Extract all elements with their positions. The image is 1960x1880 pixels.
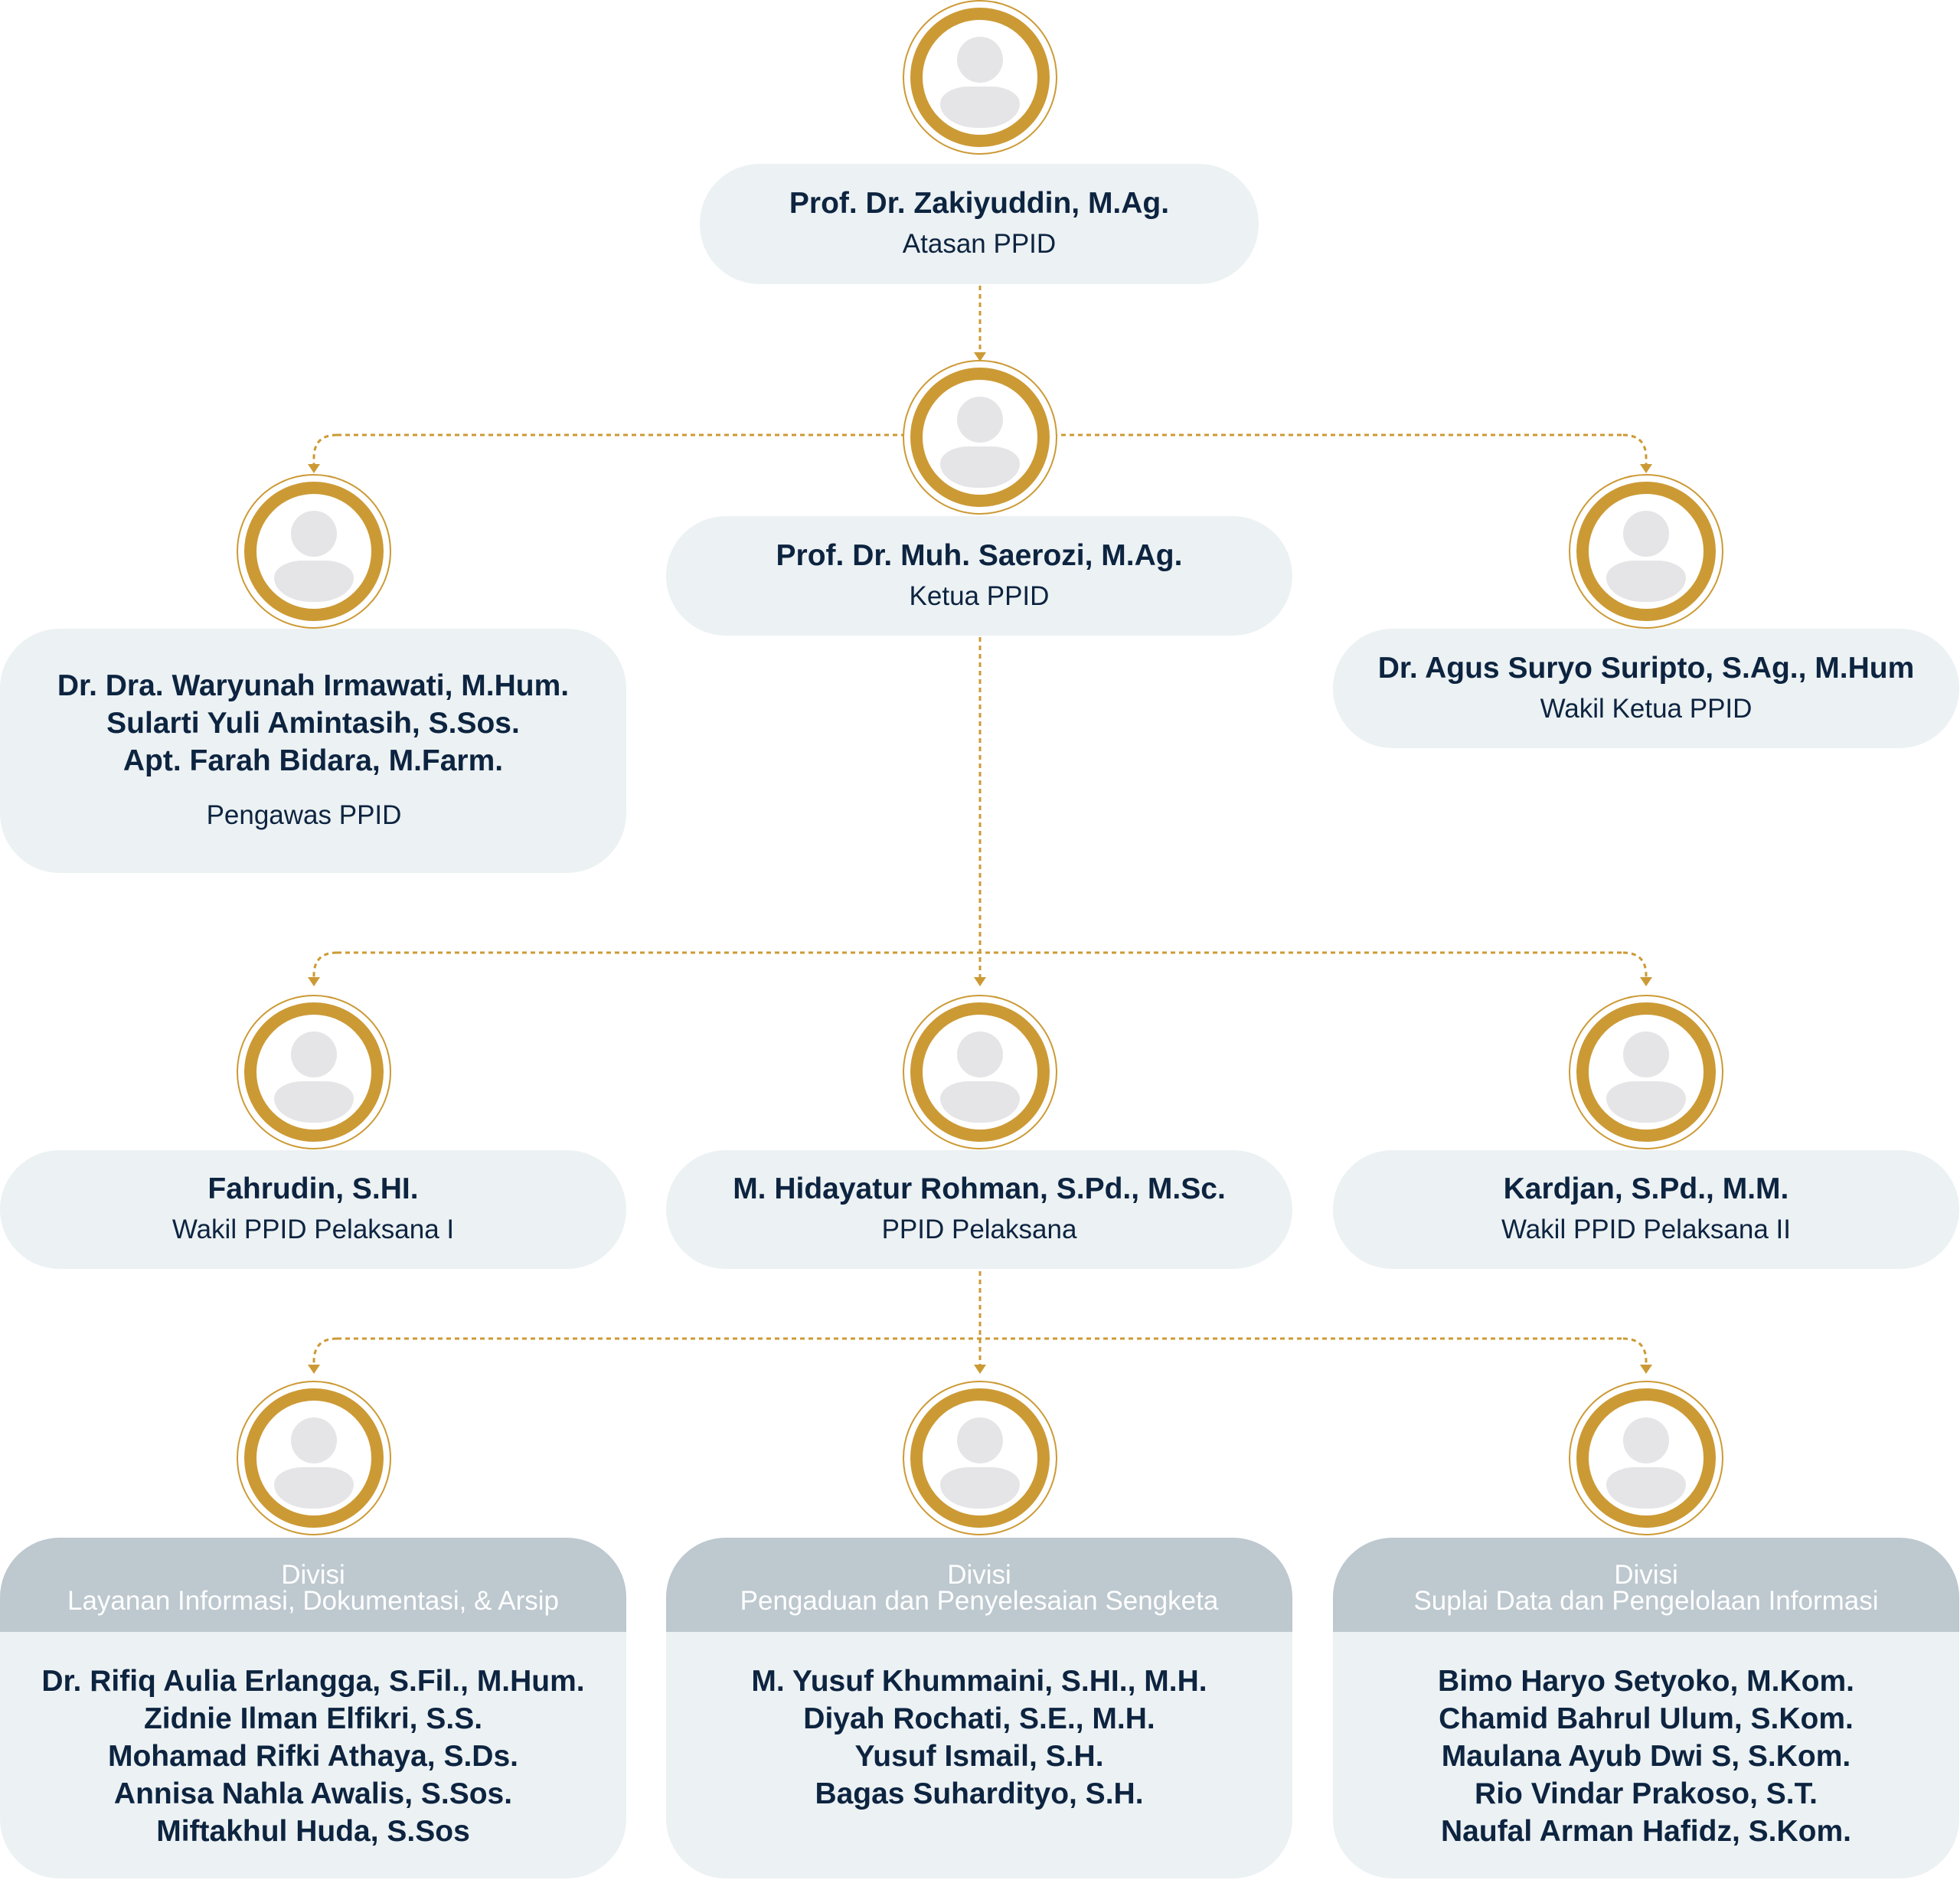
avatar-division-2 [903,1381,1057,1535]
member: Rio Vindar Prakoso, S.T. [1475,1777,1818,1810]
person-icon [957,397,1003,443]
node-role: PPID Pelaksana [881,1215,1077,1244]
member: Dr. Rifiq Aulia Erlangga, S.Fil., M.Hum. [41,1665,585,1698]
arrowheads [308,352,1652,1374]
node-pelaksana: M. Hidayatur Rohman, S.Pd., M.Sc. PPID P… [666,1150,1292,1269]
node-role: Wakil PPID Pelaksana I [172,1215,455,1244]
node-name: Fahrudin, S.HI. [207,1172,419,1205]
avatar-division-3 [1569,1381,1723,1535]
person-icon [291,511,337,557]
division-members: Bimo Haryo Setyoko, M.Kom. Chamid Bahrul… [1333,1632,1959,1850]
person-icon [1623,511,1669,557]
division-label: Divisi [947,1559,1011,1590]
member: Miftakhul Huda, S.Sos [156,1815,470,1848]
avatar-ketua [903,360,1057,515]
member: Bagas Suhardityo, S.H. [815,1777,1144,1810]
node-pengawas: Dr. Dra. Waryunah Irmawati, M.Hum. Sular… [0,629,626,873]
node-wakil1: Fahrudin, S.HI. Wakil PPID Pelaksana I [0,1150,626,1269]
node-role: Pengawas PPID [206,800,402,830]
division-members: Dr. Rifiq Aulia Erlangga, S.Fil., M.Hum.… [0,1632,626,1850]
avatar-wakil1 [237,995,391,1149]
node-ketua: Prof. Dr. Muh. Saerozi, M.Ag. Ketua PPID [666,516,1292,636]
division-title: Pengaduan dan Penyelesaian Sengketa [740,1585,1219,1616]
person-icon [1623,1032,1669,1077]
node-name: Dr. Dra. Waryunah Irmawati, M.Hum. [57,669,570,702]
avatar-pengawas [237,474,391,629]
line-row3 [312,951,1648,982]
node-wakil-ketua: Dr. Agus Suryo Suripto, S.Ag., M.Hum Wak… [1333,629,1959,748]
avatar-atasan [903,0,1057,155]
node-name: Sularti Yuli Amintasih, S.Sos. [106,707,520,740]
person-icon [957,1417,1003,1463]
node-role: Atasan PPID [902,229,1057,259]
division-title: Suplai Data dan Pengelolaan Informasi [1413,1585,1879,1616]
node-name: Prof. Dr. Zakiyuddin, M.Ag. [789,187,1170,220]
node-role: Ketua PPID [909,580,1050,611]
node-name: M. Hidayatur Rohman, S.Pd., M.Sc. [733,1172,1226,1205]
division-title: Layanan Informasi, Dokumentasi, & Arsip [67,1585,559,1616]
node-name: Prof. Dr. Muh. Saerozi, M.Ag. [776,538,1183,572]
division-label: Divisi [281,1559,345,1590]
node-name: Kardjan, S.Pd., M.M. [1503,1172,1789,1205]
node-role: Wakil Ketua PPID [1540,693,1753,724]
avatar-division-1 [237,1381,391,1535]
member: Maulana Ayub Dwi S, S.Kom. [1441,1740,1851,1773]
line-row4 [312,1337,1648,1368]
member: Zidnie Ilman Elfikri, S.S. [143,1702,483,1735]
person-icon [957,1032,1003,1077]
member: Mohamad Rifki Athaya, S.Ds. [107,1740,518,1773]
node-atasan: Prof. Dr. Zakiyuddin, M.Ag. Atasan PPID [700,164,1259,284]
node-name: Dr. Agus Suryo Suripto, S.Ag., M.Hum [1377,651,1915,685]
person-icon [291,1417,337,1463]
person-icon [1623,1417,1669,1463]
node-role: Wakil PPID Pelaksana II [1501,1215,1791,1244]
node-wakil2: Kardjan, S.Pd., M.M. Wakil PPID Pelaksan… [1333,1150,1959,1269]
member: Yusuf Ismail, S.H. [854,1740,1104,1773]
member: Annisa Nahla Awalis, S.Sos. [113,1777,513,1810]
person-icon [291,1032,337,1077]
division-label: Divisi [1614,1559,1678,1590]
member: M. Yusuf Khummaini, S.HI., M.H. [751,1665,1207,1698]
member: Naufal Arman Hafidz, S.Kom. [1441,1815,1851,1848]
member: Diyah Rochati, S.E., M.H. [803,1702,1155,1735]
member: Chamid Bahrul Ulum, S.Kom. [1439,1702,1854,1735]
avatar-pelaksana [903,995,1057,1149]
avatar-wakil2 [1569,995,1723,1149]
division-members: M. Yusuf Khummaini, S.HI., M.H. Diyah Ro… [666,1632,1292,1813]
person-icon [957,37,1003,83]
node-name: Apt. Farah Bidara, M.Farm. [122,744,504,777]
member: Bimo Haryo Setyoko, M.Kom. [1438,1665,1854,1698]
avatar-wakil-ketua [1569,474,1723,629]
